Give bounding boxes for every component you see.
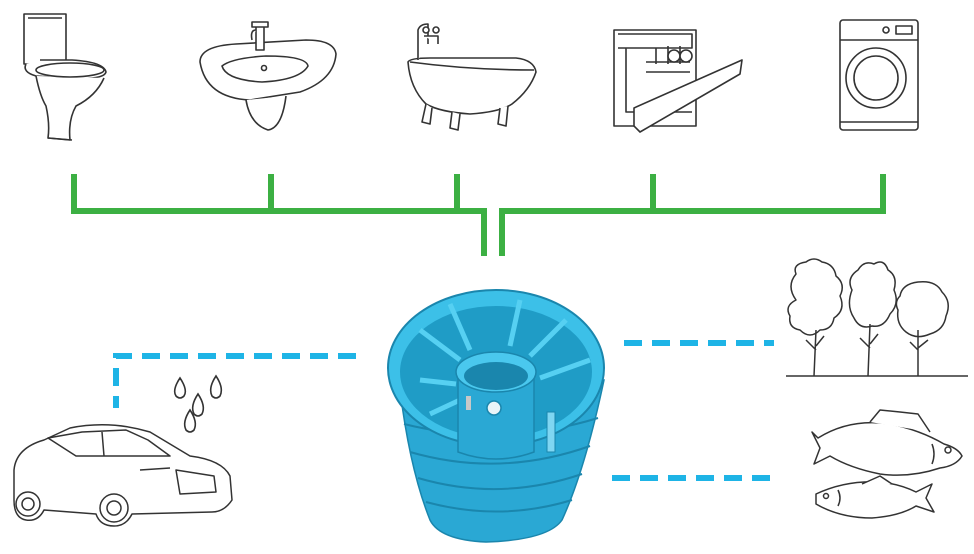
toilet-icon [23,13,107,141]
washing-machine-icon [839,19,919,131]
outflow-to-car [113,353,356,408]
outflow-lines [113,340,774,481]
bathtub-icon [407,23,537,131]
septic-tank-icon [387,289,605,543]
trees-icon [786,258,968,377]
car-icon [13,424,233,527]
fish-icon [811,409,963,519]
inflow-pipe-left [71,174,487,256]
water-drops-icon [173,374,223,433]
inflow-pipes [71,174,886,256]
inflow-pipe-right [499,174,886,256]
dishwasher-icon [613,29,743,133]
sink-icon [199,21,337,131]
